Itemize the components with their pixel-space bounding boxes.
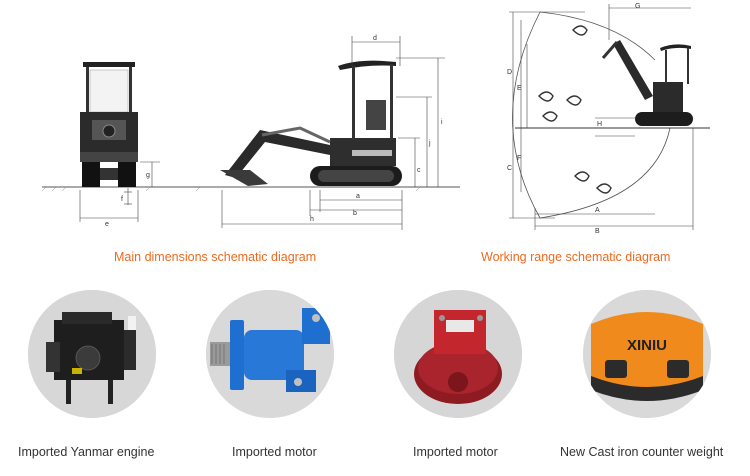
main-diagram-caption: Main dimensions schematic diagram bbox=[114, 250, 317, 264]
range-label-G: G bbox=[635, 3, 640, 10]
counter-weight-photo: XINIU bbox=[583, 290, 711, 418]
dim-label-g: g bbox=[146, 172, 150, 179]
range-label-H: H bbox=[597, 121, 602, 128]
dim-label-c: c bbox=[417, 167, 421, 174]
blue-motor-caption: Imported motor bbox=[232, 445, 317, 459]
counter-weight-caption: New Cast iron counter weight bbox=[560, 445, 724, 459]
dim-label-f: f bbox=[121, 196, 123, 203]
yanmar-engine-photo bbox=[28, 290, 156, 418]
working-range-excavator bbox=[601, 40, 693, 126]
blue-motor-photo bbox=[206, 290, 334, 418]
side-view-excavator bbox=[220, 60, 402, 186]
dim-label-i: i bbox=[441, 119, 443, 126]
front-view-excavator bbox=[80, 62, 138, 187]
range-label-E: E bbox=[517, 85, 522, 92]
engine-caption: Imported Yanmar engine bbox=[18, 445, 155, 459]
range-label-A: A bbox=[595, 207, 600, 214]
dim-label-j: j bbox=[428, 140, 431, 147]
dim-label-d: d bbox=[373, 35, 377, 42]
working-range-diagram: D E C F G H A B bbox=[507, 3, 710, 235]
dim-label-a: a bbox=[356, 193, 360, 200]
main-dimensions-diagram: e f g d i j bbox=[41, 35, 460, 230]
xiniu-logo-text: XINIU bbox=[627, 337, 667, 354]
working-diagram-caption: Working range schematic diagram bbox=[481, 250, 671, 264]
red-motor-caption: Imported motor bbox=[413, 445, 498, 459]
range-label-D: D bbox=[507, 69, 512, 76]
red-motor-photo bbox=[394, 290, 522, 418]
range-label-C: C bbox=[507, 165, 512, 172]
dim-label-b: b bbox=[353, 210, 357, 217]
range-label-B: B bbox=[595, 228, 600, 235]
range-label-F: F bbox=[517, 155, 521, 162]
dim-label-h: h bbox=[310, 216, 314, 223]
dim-label-e: e bbox=[105, 221, 109, 228]
